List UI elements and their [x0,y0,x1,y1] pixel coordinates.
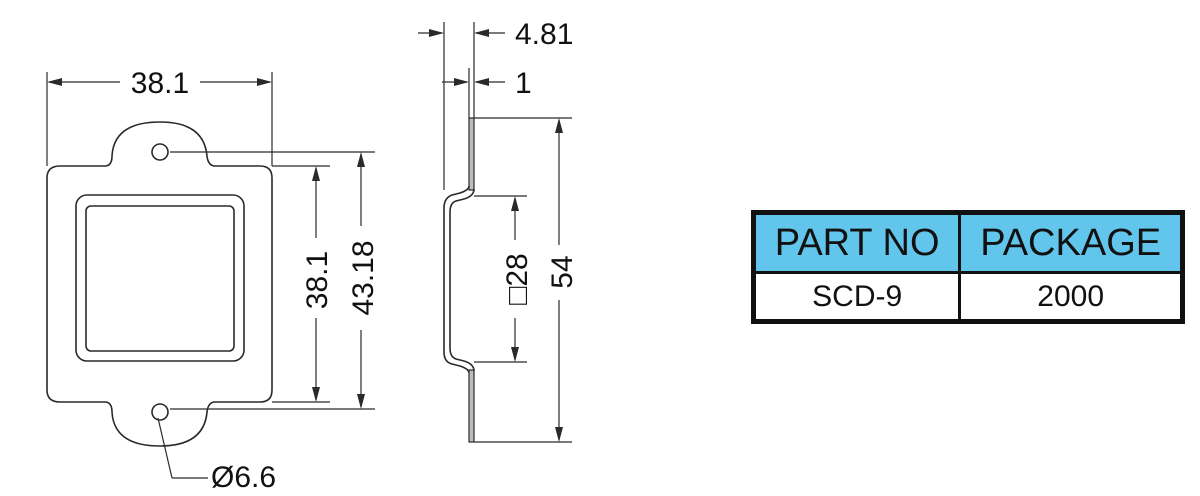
dim-side-depth-label: 4.81 [515,18,573,51]
side-cup-outer [443,185,470,374]
side-view [443,117,475,443]
part-info-table: PART NO PACKAGE SCD-9 2000 [751,210,1185,324]
dim-front-inner-height: 38.1 [272,165,334,403]
dim-side-thickness-label: 1 [515,67,532,100]
dim-front-outer-height: 43.18 [170,151,380,410]
cell-package: 2000 [958,271,1184,323]
dim-hole-diameter-label: Ø6.6 [211,461,276,494]
dim-hole-diameter: Ø6.6 [157,417,276,494]
header-part-no: PART NO [751,211,962,274]
front-outer-outline [46,121,273,447]
front-inner-square-inner [85,205,235,352]
side-cup-inner [449,188,475,372]
side-flange-top [468,117,475,191]
cell-part-no: SCD-9 [751,271,962,323]
front-inner-square-outer [75,194,245,362]
table-row: SCD-9 2000 [751,271,1184,323]
dim-side-total-length: 54 [474,117,579,443]
dim-front-outer-height-label: 43.18 [347,240,380,315]
top-hole [151,143,169,161]
dim-side-depth: 4.81 [418,18,573,190]
bottom-hole [151,403,169,421]
dim-side-square: □28 [474,195,534,363]
dim-front-inner-height-label: 38.1 [301,251,334,309]
dim-side-thickness: 1 [442,67,532,118]
header-package: PACKAGE [958,211,1184,274]
dim-side-square-label: □28 [501,253,534,305]
front-view [46,121,273,447]
dim-front-width-label: 38.1 [131,67,189,100]
table-header-row: PART NO PACKAGE [751,211,1184,274]
dim-front-width: 38.1 [46,67,273,166]
dim-side-total-length-label: 54 [546,255,579,288]
side-flange-bottom [468,369,475,443]
